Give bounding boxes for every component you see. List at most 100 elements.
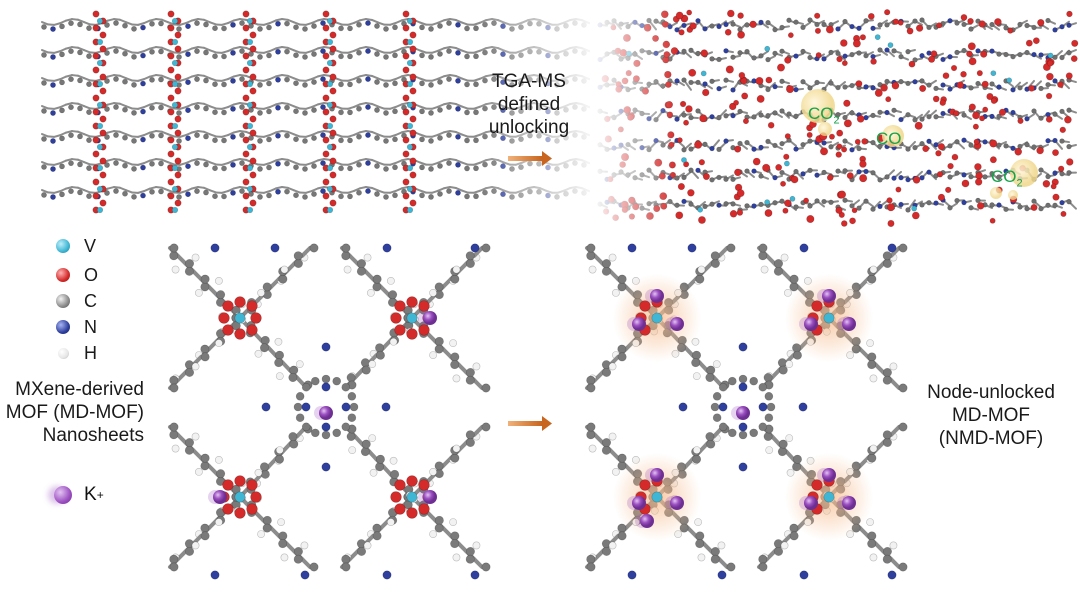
nmd-mof-line-3: (NMD-MOF) <box>938 428 1044 449</box>
carbon-atom <box>867 274 877 284</box>
carbon-atom <box>778 365 788 375</box>
hydrogen-atom <box>588 444 597 453</box>
carbon-atom <box>749 376 759 386</box>
vanadium-atom <box>823 312 835 324</box>
carbon-atom <box>710 259 720 269</box>
carbon-atom <box>710 546 720 556</box>
nitrogen-atom <box>887 243 897 253</box>
hydrogen-atom <box>694 518 703 527</box>
carbon-atom <box>749 428 759 438</box>
carbon-atom <box>705 373 715 383</box>
carbon-atom <box>758 554 768 564</box>
legend-item-c: C <box>56 289 97 313</box>
vanadium-atom <box>651 312 663 324</box>
carbon-atom <box>882 251 892 261</box>
carbon-atom <box>774 259 784 269</box>
carbon-atom <box>789 274 799 284</box>
vanadium-atom <box>823 491 835 503</box>
carbon-atom <box>898 243 908 253</box>
legend-label: V <box>84 235 97 256</box>
hydrogen-atom <box>760 265 769 274</box>
carbon-atom <box>617 274 627 284</box>
oxygen-atom <box>811 300 823 312</box>
legend-item-h: H <box>56 341 97 365</box>
nmd-mof-caption: Node-unlocked MD-MOF (NMD-MOF) <box>914 381 1068 450</box>
potassium-legend: K+ <box>54 481 104 509</box>
carbon-atom <box>695 531 705 541</box>
carbon-atom <box>867 360 877 370</box>
carbon-atom <box>882 546 892 556</box>
legend-item-n: N <box>56 315 97 339</box>
carbon-atom <box>867 352 877 362</box>
hydrogen-atom <box>866 518 875 527</box>
hydrogen-atom <box>611 467 620 476</box>
carbon-atom <box>763 373 773 383</box>
nitrogen-atom <box>798 402 808 412</box>
md-mof-line-2: MOF (MD-MOF) <box>5 402 144 423</box>
hydrogen-atom <box>785 434 794 443</box>
potassium-ion <box>640 514 654 528</box>
nitrogen-atom <box>627 570 637 580</box>
legend-label: N <box>84 316 97 337</box>
hydrogen-atom <box>783 288 792 297</box>
carbon-atom <box>710 402 720 412</box>
carbon-atom <box>586 243 596 253</box>
nitrogen-atom <box>718 402 728 412</box>
hydrogen-atom <box>785 360 794 369</box>
carbon-atom <box>727 376 737 386</box>
hydrogen-atom <box>697 265 706 274</box>
carbon-atom <box>882 430 892 440</box>
potassium-ion <box>842 496 856 510</box>
carbon-atom <box>758 243 768 253</box>
carbon-atom <box>867 453 877 463</box>
carbon-atom <box>792 454 802 464</box>
md-mof-caption: MXene-derived MOF (MD-MOF) Nanosheets <box>2 378 144 447</box>
carbon-atom <box>602 367 612 377</box>
carbon-atom <box>882 367 892 377</box>
carbon-atom <box>898 422 908 432</box>
carbon-atom <box>882 375 892 385</box>
hydrogen-atom <box>712 360 721 369</box>
carbon-atom <box>710 554 720 564</box>
carbon-atom <box>692 454 702 464</box>
hydrogen-atom <box>697 553 706 562</box>
carbon-atom <box>758 382 768 392</box>
legend-label: C <box>84 290 97 311</box>
legend-label: H <box>84 342 97 363</box>
potassium-ion <box>842 317 856 331</box>
nitrogen-atom <box>687 243 697 253</box>
carbon-atom <box>758 251 768 261</box>
hydrogen-atom <box>780 541 789 550</box>
carbon-atom <box>586 383 596 393</box>
carbon-atom <box>764 391 774 401</box>
nitrogen-atom <box>738 342 748 352</box>
carbon-atom <box>601 266 611 276</box>
carbon-atom <box>602 438 612 448</box>
hydrogen-atom <box>608 432 617 441</box>
hydrogen-atom <box>608 253 617 262</box>
unlocking-line-2: defined <box>497 94 561 115</box>
carbon-atom <box>586 251 596 261</box>
potassium-ion <box>670 496 684 510</box>
hydrogen-atom <box>692 372 701 381</box>
carbon-atom <box>882 554 892 564</box>
carbon-atom-icon <box>56 294 70 308</box>
carbon-atom <box>738 430 748 440</box>
nitrogen-atom <box>758 402 768 412</box>
carbon-atom <box>777 447 787 457</box>
hydrogen-atom <box>869 553 878 562</box>
unlocking-line-3: unlocking <box>488 117 570 138</box>
hydrogen-atom-icon <box>58 347 69 359</box>
carbon-atom <box>617 352 627 362</box>
nitrogen-atom <box>887 570 897 580</box>
carbon-atom <box>705 432 715 442</box>
nitrogen-atom <box>799 243 809 253</box>
oxygen-atom <box>639 479 651 491</box>
legend-item-o: O <box>56 263 98 287</box>
carbon-atom <box>706 365 716 375</box>
carbon-atom <box>774 546 784 556</box>
nitrogen-atom <box>738 382 748 392</box>
carbon-atom <box>712 413 722 423</box>
potassium-ion <box>650 289 664 303</box>
carbon-atom <box>726 243 736 253</box>
